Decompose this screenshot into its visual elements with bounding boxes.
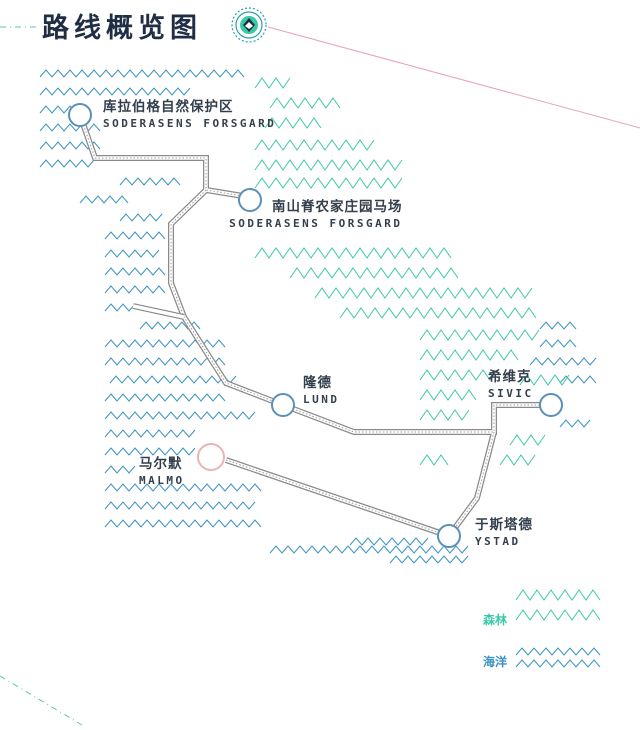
legend-forest-label: 森林 (483, 613, 508, 627)
forest-pattern (254, 77, 570, 466)
sea-wave (104, 519, 262, 528)
sea-wave (389, 555, 469, 564)
station-ystad[interactable] (437, 524, 461, 548)
place-name-cn: 隆德 (303, 375, 332, 391)
forest-wave (419, 454, 449, 466)
sea-wave (104, 231, 166, 240)
forest-wave (419, 369, 498, 381)
place-name-cn: 马尔默 (139, 456, 183, 472)
sea-wave (104, 447, 196, 456)
logo-badge-icon (231, 7, 267, 43)
label-lund: 隆德 LUND (303, 375, 340, 408)
forest-wave (509, 434, 546, 446)
label-malmo: 马尔默 MALMO (139, 456, 185, 489)
place-name-cn: 于斯塔德 (475, 517, 533, 533)
sea-wave (104, 465, 136, 474)
label-sivic: 希维克 SIVIC (488, 369, 534, 402)
sea-wave (539, 339, 577, 348)
place-name-cn: 库拉伯格自然保护区 (103, 99, 234, 115)
sea-wave (559, 375, 597, 384)
station-lund[interactable] (271, 393, 295, 417)
sea-wave (104, 357, 226, 366)
sea-pattern (39, 69, 597, 564)
legend-sea-swatch (515, 647, 601, 668)
sea-wave (39, 123, 101, 132)
place-name-en: SIVIC (488, 387, 534, 400)
sea-wave (104, 429, 196, 438)
sea-wave (539, 321, 577, 330)
sea-wave (559, 419, 591, 428)
forest-wave (289, 267, 459, 279)
place-name-en: SODERASENS FORSGARD (229, 217, 403, 230)
place-name-en: LUND (303, 393, 340, 406)
forest-wave (515, 589, 601, 601)
forest-wave (419, 349, 519, 361)
forest-wave (314, 287, 533, 299)
sea-wave (104, 501, 256, 510)
forest-wave (419, 329, 540, 341)
place-name-cn: 希维克 (488, 369, 532, 385)
place-name-en: SODERASENS FORSGARD (103, 117, 277, 130)
sea-wave (104, 393, 226, 402)
forest-wave (515, 609, 601, 621)
forest-wave (519, 374, 570, 386)
sea-wave (529, 357, 597, 366)
sea-wave (104, 249, 160, 258)
route-main-dots (79, 114, 549, 537)
sea-wave (39, 159, 95, 168)
sea-wave (104, 411, 256, 420)
sea-wave (349, 537, 429, 546)
sea-wave (515, 659, 601, 668)
label-kullaberg: 库拉伯格自然保护区 SODERASENS FORSGARD (103, 99, 276, 132)
forest-wave (254, 177, 403, 189)
sea-wave (39, 87, 191, 96)
place-name-cn: 南山脊农家庄园马场 (272, 199, 403, 215)
sea-wave (104, 339, 226, 348)
sea-wave (119, 177, 181, 186)
sea-wave (104, 285, 166, 294)
forest-wave (264, 117, 322, 129)
forest-wave (419, 409, 470, 421)
sea-wave (79, 195, 129, 204)
station-sivic[interactable] (539, 393, 563, 417)
label-ystad: 于斯塔德 YSTAD (475, 517, 533, 550)
forest-wave (419, 389, 477, 401)
place-name-en: MALMO (139, 474, 185, 487)
forest-wave (254, 247, 452, 259)
forest-wave (339, 307, 537, 319)
legend-sea-label: 海洋 (483, 655, 508, 669)
route-malmo-dots (225, 459, 450, 537)
place-name-en: YSTAD (475, 535, 521, 548)
sea-wave (269, 545, 469, 554)
stations (68, 103, 563, 548)
station-kullaberg[interactable] (68, 103, 92, 127)
sea-wave (119, 213, 163, 222)
page-title: 路线概览图 (42, 13, 202, 44)
station-malmo[interactable] (197, 443, 225, 471)
forest-wave (269, 97, 341, 109)
decorative-pink-line (267, 26, 640, 129)
legend-forest-swatch (515, 589, 601, 621)
sea-wave (109, 375, 237, 384)
forest-wave (254, 139, 375, 151)
forest-wave (254, 159, 403, 171)
sea-wave (515, 647, 601, 656)
sea-wave (104, 267, 166, 276)
station-nanshan[interactable] (238, 188, 262, 212)
decorative-dashed-line-bottom (0, 675, 83, 726)
sea-wave (104, 483, 262, 492)
route-branch-inner (132, 304, 185, 319)
sea-wave (39, 69, 245, 78)
sea-wave (39, 105, 77, 114)
forest-wave (499, 454, 536, 466)
route-path (77, 114, 549, 539)
label-nanshan: 南山脊农家庄园马场 SODERASENS FORSGARD (220, 199, 403, 232)
sea-wave (104, 303, 136, 312)
forest-wave (254, 77, 291, 89)
